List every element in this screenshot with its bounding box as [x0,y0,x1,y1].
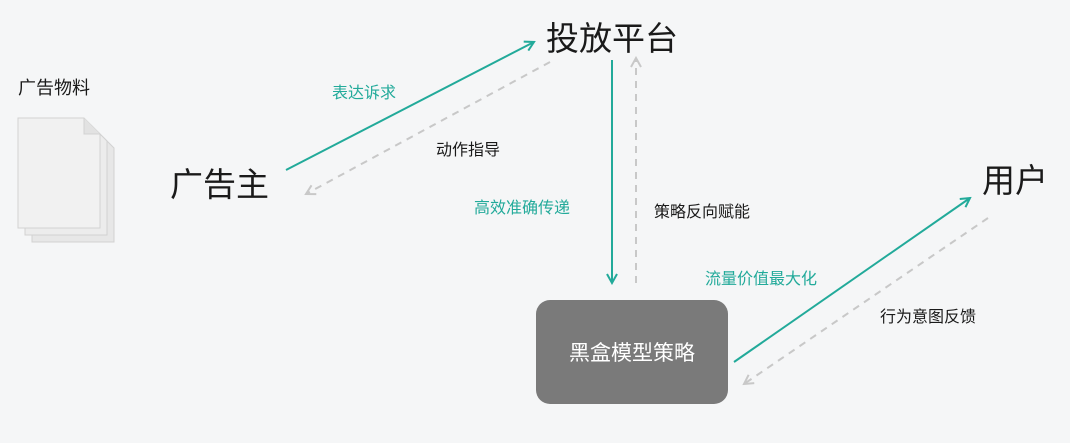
arrow-advertiser-to-platform [285,42,534,171]
arrow-blackbox-to-user [733,198,970,363]
edge-label-action-guidance: 动作指导 [436,140,501,159]
node-platform: 投放平台 [546,19,678,58]
materials-label: 广告物料 [18,78,90,99]
edge-label-traffic-max: 流量价值最大化 [705,269,818,288]
document-stack-icon [17,117,115,243]
node-blackbox: 黑盒模型策略 [536,300,728,404]
node-blackbox-label: 黑盒模型策略 [569,341,695,365]
edge-label-reverse-empower: 策略反向赋能 [654,202,751,221]
edge-label-efficient-delivery: 高效准确传递 [474,198,571,217]
node-user: 用户 [982,161,1048,200]
node-advertiser: 广告主 [170,165,269,204]
arrow-user-to-blackbox [744,217,989,384]
edge-label-express-demand: 表达诉求 [332,83,397,102]
edge-label-intent-feedback: 行为意图反馈 [880,307,977,326]
